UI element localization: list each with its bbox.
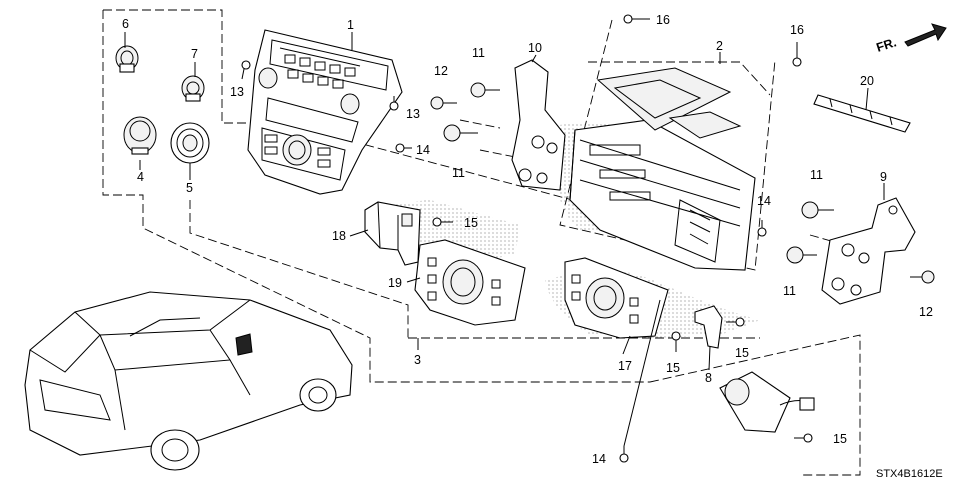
drawing-code: STX4B1612E [876, 468, 943, 480]
callout-16a: 16 [656, 13, 670, 27]
audio-unit-icon [569, 67, 756, 271]
callout-17: 17 [618, 359, 632, 373]
callout-12a: 12 [434, 64, 448, 78]
callout-2: 2 [716, 39, 723, 53]
callout-14b: 14 [757, 194, 771, 208]
callout-13b: 13 [406, 107, 420, 121]
callout-14c: 14 [592, 452, 606, 466]
callout-5: 5 [186, 181, 193, 195]
callout-12b: 12 [919, 305, 933, 319]
callout-10: 10 [528, 41, 542, 55]
bracket-icon [821, 197, 916, 305]
callout-1: 1 [347, 18, 354, 32]
callout-3: 3 [414, 353, 421, 367]
front-direction-arrow: FR. [875, 23, 947, 55]
vehicle-icon [24, 291, 353, 471]
callout-9: 9 [880, 170, 887, 184]
callout-15b: 15 [666, 361, 680, 375]
callout-4: 4 [137, 170, 144, 184]
callout-7: 7 [191, 47, 198, 61]
callout-6: 6 [122, 17, 129, 31]
screw-icon [241, 14, 935, 463]
switch-panel-icon [564, 257, 669, 339]
callout-14a: 14 [416, 143, 430, 157]
callout-11d: 11 [783, 284, 796, 298]
callout-15c: 15 [735, 346, 749, 360]
callout-15d: 15 [833, 432, 847, 446]
bracket-icon [694, 305, 723, 349]
callout-15a: 15 [464, 216, 478, 230]
callout-11c: 11 [810, 168, 823, 182]
callout-16b: 16 [790, 23, 804, 37]
bezel-assembly-icon [247, 29, 403, 195]
switch-panel-icon [414, 239, 526, 326]
callout-labels: 1 2 3 4 5 6 7 8 9 10 17 18 19 20 11 11 1… [122, 13, 933, 466]
strip-icon [813, 94, 911, 133]
bracket-icon [364, 201, 421, 266]
front-arrow-label: FR. [875, 35, 898, 55]
connector-icon [719, 371, 815, 433]
large-knob-icon [123, 116, 210, 164]
knob-icon [115, 45, 205, 102]
callout-8: 8 [705, 371, 712, 385]
callout-20: 20 [860, 74, 874, 88]
leader-lines [124, 32, 885, 447]
bracket-icon [511, 59, 566, 191]
callout-19: 19 [388, 276, 402, 290]
callout-11a: 11 [472, 46, 485, 60]
callout-11b: 11 [452, 166, 465, 180]
callout-13a: 13 [230, 85, 244, 99]
callout-18: 18 [332, 229, 346, 243]
